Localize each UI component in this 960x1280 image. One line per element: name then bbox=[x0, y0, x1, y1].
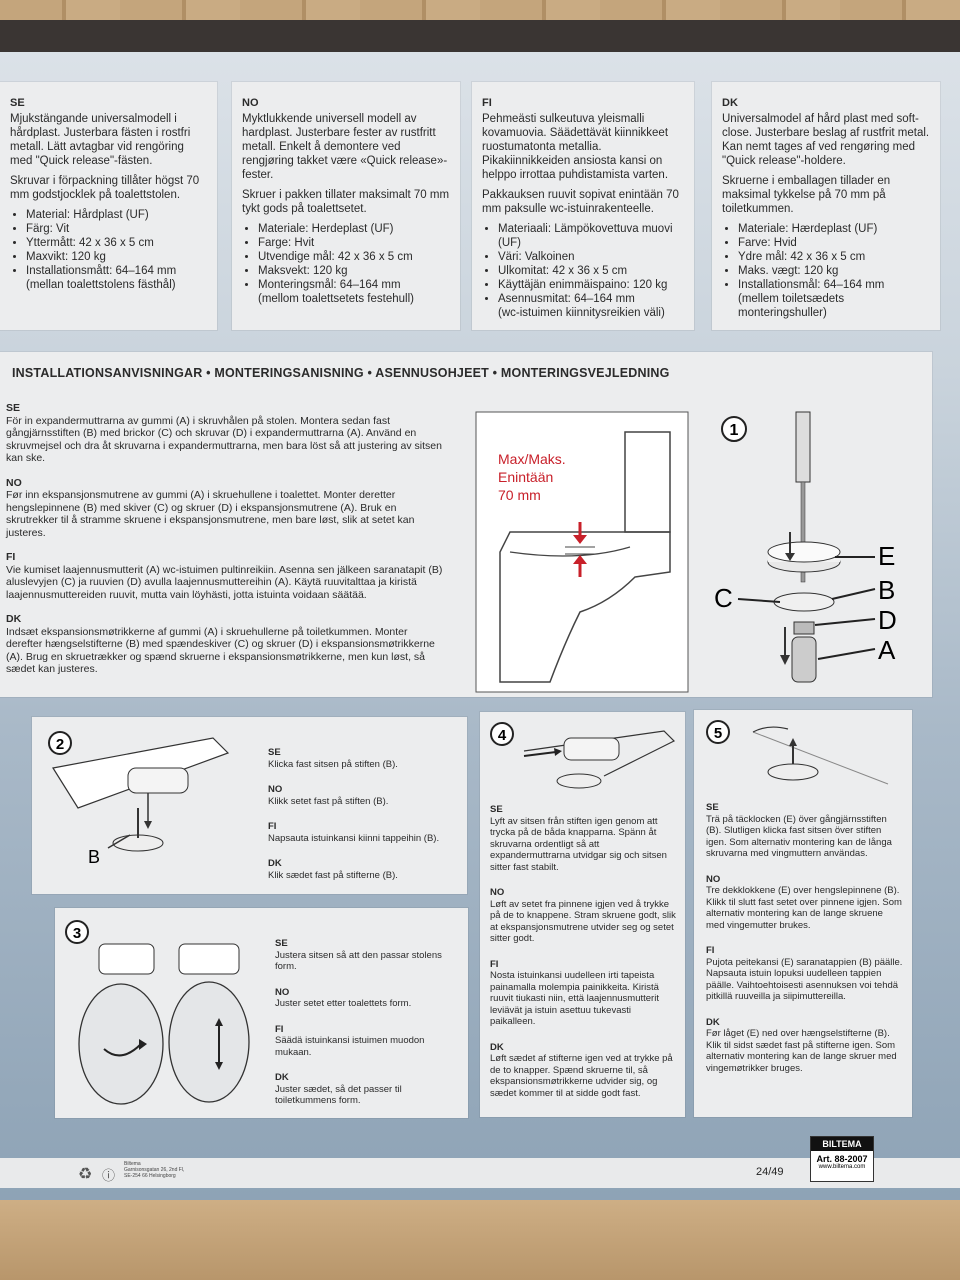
label-c: C bbox=[714, 583, 733, 613]
label-a: A bbox=[878, 635, 896, 665]
step2-text: SE Klicka fast sitsen på stiften (B). NO… bbox=[268, 747, 440, 881]
lang-code: FI bbox=[482, 97, 492, 109]
step2-diagram: 2 B bbox=[48, 731, 230, 867]
spec-item: Materiale: Herdeplast (UF) bbox=[258, 222, 450, 236]
spec-item: Maks. vægt: 120 kg bbox=[738, 264, 930, 278]
step4-number: 4 bbox=[498, 727, 507, 744]
website: www.biltema.com bbox=[818, 1164, 866, 1170]
spec-item: Farve: Hvid bbox=[738, 236, 930, 250]
step2-label-b: B bbox=[88, 847, 100, 867]
expansion-nut bbox=[791, 636, 817, 683]
label-b: B bbox=[878, 575, 895, 605]
spec-note: (mellan toalettstolens fästhål) bbox=[26, 279, 176, 291]
spec-item: Materiale: Hærdeplast (UF) bbox=[738, 222, 930, 236]
spec-note: (mellem toiletsædets monteringshuller) bbox=[738, 293, 845, 319]
description: Mjukstängande universalmodell i hårdplas… bbox=[10, 113, 191, 167]
step4-text: SE Lyft av sitsen från stiften igen geno… bbox=[490, 804, 676, 1099]
spec-item: Väri: Valkoinen bbox=[498, 250, 684, 264]
screw-note: Skruvar i förpackning tillåter högst 70 … bbox=[10, 175, 200, 201]
max-label-2: Enintään bbox=[498, 469, 553, 485]
installation-text: SE För in expandermuttrarna av gummi (A)… bbox=[6, 402, 443, 675]
spec-item: Installationsmål: 64–164 mm bbox=[738, 278, 930, 292]
box-back: SE Mjukstängande universalmodell i hårdpl… bbox=[0, 20, 960, 1200]
step2-number: 2 bbox=[56, 736, 64, 753]
box-top-edge bbox=[0, 20, 960, 52]
step3-diagram: 3 bbox=[65, 920, 250, 1105]
screwdriver-handle bbox=[795, 411, 811, 483]
spec-item: Maxvikt: 120 kg bbox=[26, 250, 207, 264]
spec-list: Material: Hårdplast (UF)Färg: VitYttermå… bbox=[10, 208, 207, 278]
page-number: 24/49 bbox=[756, 1166, 784, 1178]
info-icon: ⓘ bbox=[102, 1168, 116, 1183]
spec-item: Ulkomitat: 42 x 36 x 5 cm bbox=[498, 264, 684, 278]
spec-item: Utvendige mål: 42 x 36 x 5 cm bbox=[258, 250, 450, 264]
step3-text: SE Justera sitsen så att den passar stol… bbox=[275, 938, 442, 1106]
step4-panel: 4 SE Lyft av sitsen från stiften igen ge… bbox=[480, 712, 685, 1117]
lang-panel-se: SE Mjukstängande universalmodell i hårdpl… bbox=[0, 82, 217, 330]
spec-note: (mellom toalettsetets festehull) bbox=[258, 293, 414, 305]
spec-item: Färg: Vit bbox=[26, 222, 207, 236]
spec-note: (wc-istuimen kiinnitysreikien väli) bbox=[498, 307, 665, 319]
lang-code: DK bbox=[722, 97, 738, 109]
lang-code: NO bbox=[242, 97, 259, 109]
step4-diagram: 4 bbox=[490, 722, 676, 789]
step5-diagram: 5 bbox=[706, 720, 889, 785]
label-e: E bbox=[878, 541, 895, 571]
spec-item: Installationsmått: 64–164 mm bbox=[26, 264, 207, 278]
spec-list: Materiale: Hærdeplast (UF)Farve: HvidYdr… bbox=[722, 222, 930, 292]
spec-item: Materiaali: Lämpökovettuva muovi (UF) bbox=[498, 222, 684, 250]
max-label-1: Max/Maks. bbox=[498, 451, 566, 467]
lang-code: SE bbox=[10, 97, 25, 109]
description: Myktlukkende universell modell av hardpl… bbox=[242, 113, 448, 181]
toilet-diagram: Max/Maks. Enintään 70 mm bbox=[475, 411, 689, 693]
spec-item: Maksvekt: 120 kg bbox=[258, 264, 450, 278]
spec-item: Ydre mål: 42 x 36 x 5 cm bbox=[738, 250, 930, 264]
recycle-icon: ♻ bbox=[78, 1166, 93, 1183]
hardware-diagram: 1 E B C D A bbox=[714, 411, 897, 683]
label-d: D bbox=[878, 605, 897, 635]
screw bbox=[793, 621, 815, 635]
step1-number: 1 bbox=[730, 422, 739, 439]
spec-item: Käyttäjän enimmäispaino: 120 kg bbox=[498, 278, 684, 292]
description: Pehmeästi sulkeutuva yleismalli kovamuov… bbox=[482, 113, 669, 181]
lang-panel-fi: FI Pehmeästi sulkeutuva yleismalli kovamu… bbox=[472, 82, 694, 330]
max-label-3: 70 mm bbox=[498, 487, 541, 503]
footer-strip: ♻ ⓘ Biltema Garnisonsgatan 26, 2nd Fl, S… bbox=[0, 1136, 960, 1188]
step5-number: 5 bbox=[714, 725, 722, 742]
screw-note: Skruerne i emballagen tillader en maksim… bbox=[722, 175, 891, 215]
spec-list: Materiale: Herdeplast (UF)Farge: HvitUtv… bbox=[242, 222, 450, 292]
installation-panel: INSTALLATIONSANVISNINGAR • MONTERINGSANI… bbox=[0, 352, 932, 697]
bowl-outline bbox=[499, 531, 671, 683]
step2-panel: 2 B SE Klicka fast sitsen på stiften (B)… bbox=[32, 717, 467, 894]
spec-item: Farge: Hvit bbox=[258, 236, 450, 250]
screw-note: Pakkauksen ruuvit sopivat enintään 70 mm… bbox=[482, 189, 679, 215]
step3-panel: 3 SE Justera sitsen så att den passar st… bbox=[55, 908, 468, 1118]
screw-note: Skruer i pakken tillater maksimalt 70 mm… bbox=[242, 189, 450, 215]
spec-item: Material: Hårdplast (UF) bbox=[26, 208, 207, 222]
lang-panel-no: NO Myktlukkende universell modell av hard… bbox=[232, 82, 460, 330]
spec-item: Monteringsmål: 64–164 mm bbox=[258, 278, 450, 292]
brand-name: BILTEMA bbox=[811, 1137, 873, 1151]
step5-text: SE Trä på täcklocken (E) över gångjärnss… bbox=[706, 802, 903, 1074]
wooden-floor bbox=[0, 1185, 960, 1280]
lang-panel-dk: DK Universalmodel af hård plast med soft-… bbox=[712, 82, 940, 330]
spec-list: Materiaali: Lämpökovettuva muovi (UF)Vär… bbox=[482, 222, 684, 306]
spec-item: Yttermått: 42 x 36 x 5 cm bbox=[26, 236, 207, 250]
step3-number: 3 bbox=[73, 925, 81, 942]
step5-panel: 5 SE Trä på täcklocken (E) över gångjärn… bbox=[694, 710, 912, 1117]
spec-item: Asennusmitat: 64–164 mm bbox=[498, 292, 684, 306]
installation-title: INSTALLATIONSANVISNINGAR • MONTERINGSANI… bbox=[12, 366, 670, 380]
company-address: Biltema Garnisonsgatan 26, 2nd Fl, SE-25… bbox=[124, 1161, 185, 1179]
washer bbox=[773, 592, 835, 612]
article-number: Art. 88-2007 bbox=[816, 1154, 868, 1164]
description: Universalmodel af hård plast med soft-cl… bbox=[722, 113, 930, 167]
brand-box: BILTEMA Art. 88-2007 www.biltema.com bbox=[810, 1136, 874, 1182]
